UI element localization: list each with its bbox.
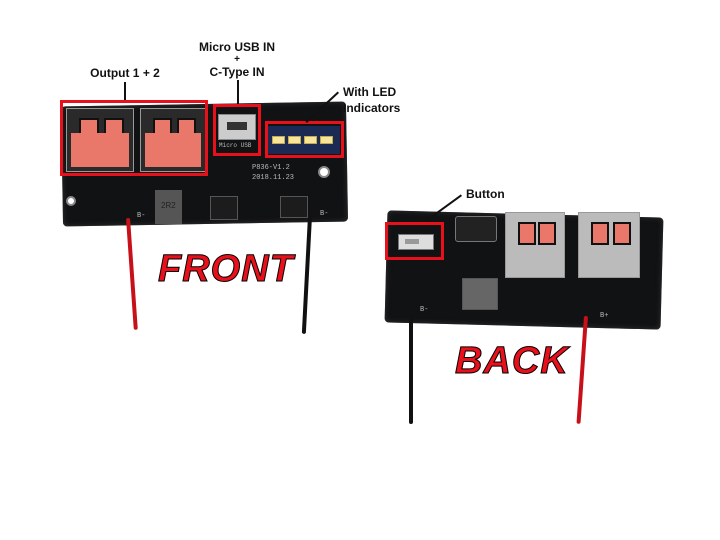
micro-usb-port: [218, 114, 256, 140]
led-indicator: [272, 136, 285, 144]
led-indicator: [288, 136, 301, 144]
plus-label: +: [234, 54, 240, 65]
b-minus-label: B-: [320, 210, 329, 218]
b-plus-label-back: B+: [600, 312, 609, 320]
button-highlight-box: [385, 222, 444, 260]
black-wire: [301, 215, 312, 334]
black-wire-back: [409, 318, 413, 424]
mount-hole: [66, 196, 76, 206]
mount-hole: [318, 166, 330, 178]
led-indicator: [320, 136, 333, 144]
back-view-label: BACK: [455, 340, 569, 383]
led-indicator: [304, 136, 317, 144]
ic-chip: [210, 196, 238, 220]
board-model: P836-V1.2: [252, 164, 290, 172]
micro-usb-silk: Micro USB: [219, 142, 252, 149]
output-label: Output 1 + 2: [90, 66, 160, 80]
led-highlight-box: [265, 121, 344, 158]
input-highlight-box: [213, 104, 261, 156]
output-leader-line: [124, 82, 126, 100]
usb-a-port-back-2: [578, 212, 640, 278]
front-view-label: FRONT: [158, 248, 294, 291]
led-label-line1: With LED: [343, 85, 397, 99]
c-type-label: C-Type IN: [209, 65, 265, 79]
inductor-label: 2R2: [161, 201, 176, 210]
output-highlight-box: [60, 100, 208, 176]
usb-a-port-2: [140, 108, 206, 172]
usb-c-port: [455, 216, 497, 242]
board-date: 2018.11.23: [252, 174, 295, 182]
ic-chip: [280, 196, 308, 218]
red-wire: [126, 217, 138, 330]
b-minus-label: B-: [137, 212, 146, 220]
usb-a-port-back-1: [505, 212, 565, 278]
inductor: 2R2: [155, 190, 182, 224]
usb-a-port-1: [66, 108, 134, 172]
red-wire-back: [576, 315, 588, 424]
b-minus-label-back: B-: [420, 306, 429, 314]
pad-array: [462, 278, 498, 310]
button-label: Button: [466, 187, 505, 201]
micro-usb-label: Micro USB IN: [198, 40, 275, 54]
led-label-line2: Indicators: [343, 101, 401, 115]
input-leader-line: [237, 80, 239, 104]
push-button: [398, 234, 434, 250]
